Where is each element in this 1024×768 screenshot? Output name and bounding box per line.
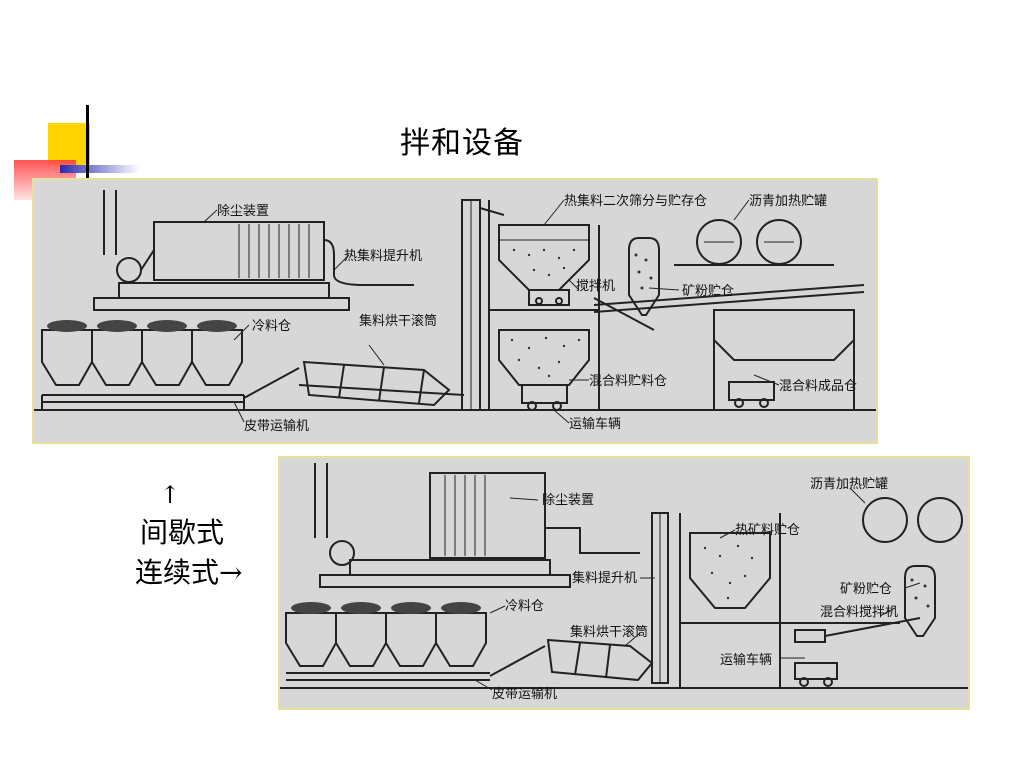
label-belt: 皮带运输机 — [492, 686, 557, 702]
mixer — [794, 629, 826, 643]
truck — [794, 662, 838, 680]
batch-plant-diagram: 除尘装置 热集料提升机 冷料仓 集料烘干滚筒 皮带运输机 热集料二次筛分与贮存仓… — [32, 178, 878, 444]
label-asphalt-tank: 沥青加热贮罐 — [810, 477, 888, 492]
label-truck: 运输车辆 — [720, 652, 772, 668]
cold-bins — [41, 329, 243, 386]
asphalt-tank-1 — [862, 497, 908, 543]
label-asphalt-tank: 沥青加热贮罐 — [749, 194, 827, 209]
continuous-plant-diagram: 除尘装置 沥青加热贮罐 热矿料贮仓 集料提升机 冷料仓 矿粉贮仓 混合料搅拌机 … — [278, 456, 970, 710]
label-mixer: 搅拌机 — [576, 278, 615, 294]
hot-bin — [689, 532, 771, 609]
page-title: 拌和设备 — [400, 126, 524, 161]
finished-silo — [713, 309, 855, 361]
label-mix-silo: 混合料贮料仓 — [589, 374, 667, 389]
dryer-drum — [546, 638, 654, 682]
label-filler-silo: 矿粉贮仓 — [840, 582, 892, 597]
label-continuous-type: 连续式→ — [135, 556, 243, 589]
label-dust-collector: 除尘装置 — [217, 204, 269, 219]
arrow-up-icon: ↑ — [160, 481, 181, 509]
continuous-plant-drawing: 除尘装置 沥青加热贮罐 热矿料贮仓 集料提升机 冷料仓 矿粉贮仓 混合料搅拌机 … — [280, 463, 968, 702]
fan — [116, 257, 142, 283]
batch-plant-drawing: 除尘装置 热集料提升机 冷料仓 集料烘干滚筒 皮带运输机 热集料二次筛分与贮存仓… — [34, 190, 876, 434]
vertical-line — [86, 105, 89, 183]
label-truck: 运输车辆 — [569, 416, 621, 432]
label-dryer: 集料烘干滚筒 — [359, 313, 437, 329]
label-dust-collector: 除尘装置 — [542, 493, 594, 508]
mix-storage-silo — [498, 329, 590, 386]
fan — [329, 540, 355, 566]
filler-silo — [628, 237, 660, 316]
label-cold-bin: 冷料仓 — [252, 319, 291, 334]
blue-bar — [60, 165, 140, 173]
truck-2 — [728, 381, 775, 401]
label-mixer: 混合料搅拌机 — [820, 604, 898, 620]
label-screen: 热集料二次筛分与贮存仓 — [564, 193, 707, 209]
filler-silo — [904, 565, 936, 637]
label-finished-silo: 混合料成品仓 — [779, 379, 857, 394]
label-dryer: 集料烘干滚筒 — [570, 624, 648, 640]
label-filler-silo: 矿粉贮仓 — [682, 284, 734, 299]
label-batch-type: 间歇式 — [140, 516, 225, 549]
label-hot-bin: 热矿料贮仓 — [735, 523, 800, 538]
truck-1 — [521, 384, 568, 404]
asphalt-tank-2 — [917, 497, 963, 543]
label-hot-elevator: 热集料提升机 — [344, 248, 422, 264]
label-elevator: 集料提升机 — [572, 570, 637, 586]
label-belt: 皮带运输机 — [244, 418, 309, 434]
dryer-drum — [302, 360, 451, 407]
label-cold-bin: 冷料仓 — [505, 599, 544, 614]
mixer-box — [528, 289, 570, 306]
yellow-square — [48, 123, 90, 165]
cold-bins — [285, 612, 487, 667]
dust-collector — [429, 472, 546, 559]
